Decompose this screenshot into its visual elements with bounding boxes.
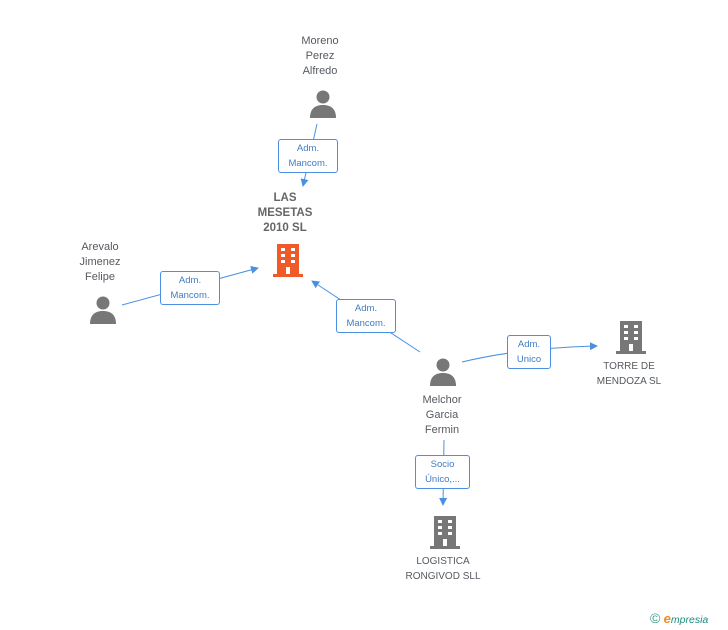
person-icon[interactable] <box>308 89 338 119</box>
node-label-melchor[interactable]: Melchor Garcia Fermin <box>422 394 462 436</box>
node-label-torre[interactable]: TORRE DE MENDOZA SL <box>596 361 662 387</box>
relation-label-melchor-logistica[interactable]: Socio Único,... <box>415 455 470 489</box>
node-label-las-mesetas[interactable]: LAS MESETAS 2010 SL <box>257 192 313 234</box>
relation-label-melchor-torre[interactable]: Adm. Unico <box>507 335 551 369</box>
footer-brand[interactable]: © empresia <box>650 610 708 626</box>
node-label-moreno[interactable]: Moreno Perez Alfredo <box>301 35 339 77</box>
person-icon[interactable] <box>88 295 118 325</box>
brand-logo-letter: e <box>663 611 671 626</box>
relation-label-arevalo-mesetas[interactable]: Adm. Mancom. <box>160 271 220 305</box>
building-icon[interactable] <box>273 243 303 277</box>
relation-label-melchor-mesetas[interactable]: Adm. Mancom. <box>336 299 396 333</box>
node-label-arevalo[interactable]: Arevalo Jimenez Felipe <box>79 241 121 283</box>
copyright-symbol: © <box>650 610 661 626</box>
node-label-logistica[interactable]: LOGISTICA RONGIVOD SLL <box>405 556 481 582</box>
person-icon[interactable] <box>428 357 458 387</box>
building-icon[interactable] <box>430 515 460 549</box>
brand-logo-text: mpresia <box>670 614 709 626</box>
building-icon[interactable] <box>616 320 646 354</box>
relation-label-moreno-mesetas[interactable]: Adm. Mancom. <box>278 139 338 173</box>
